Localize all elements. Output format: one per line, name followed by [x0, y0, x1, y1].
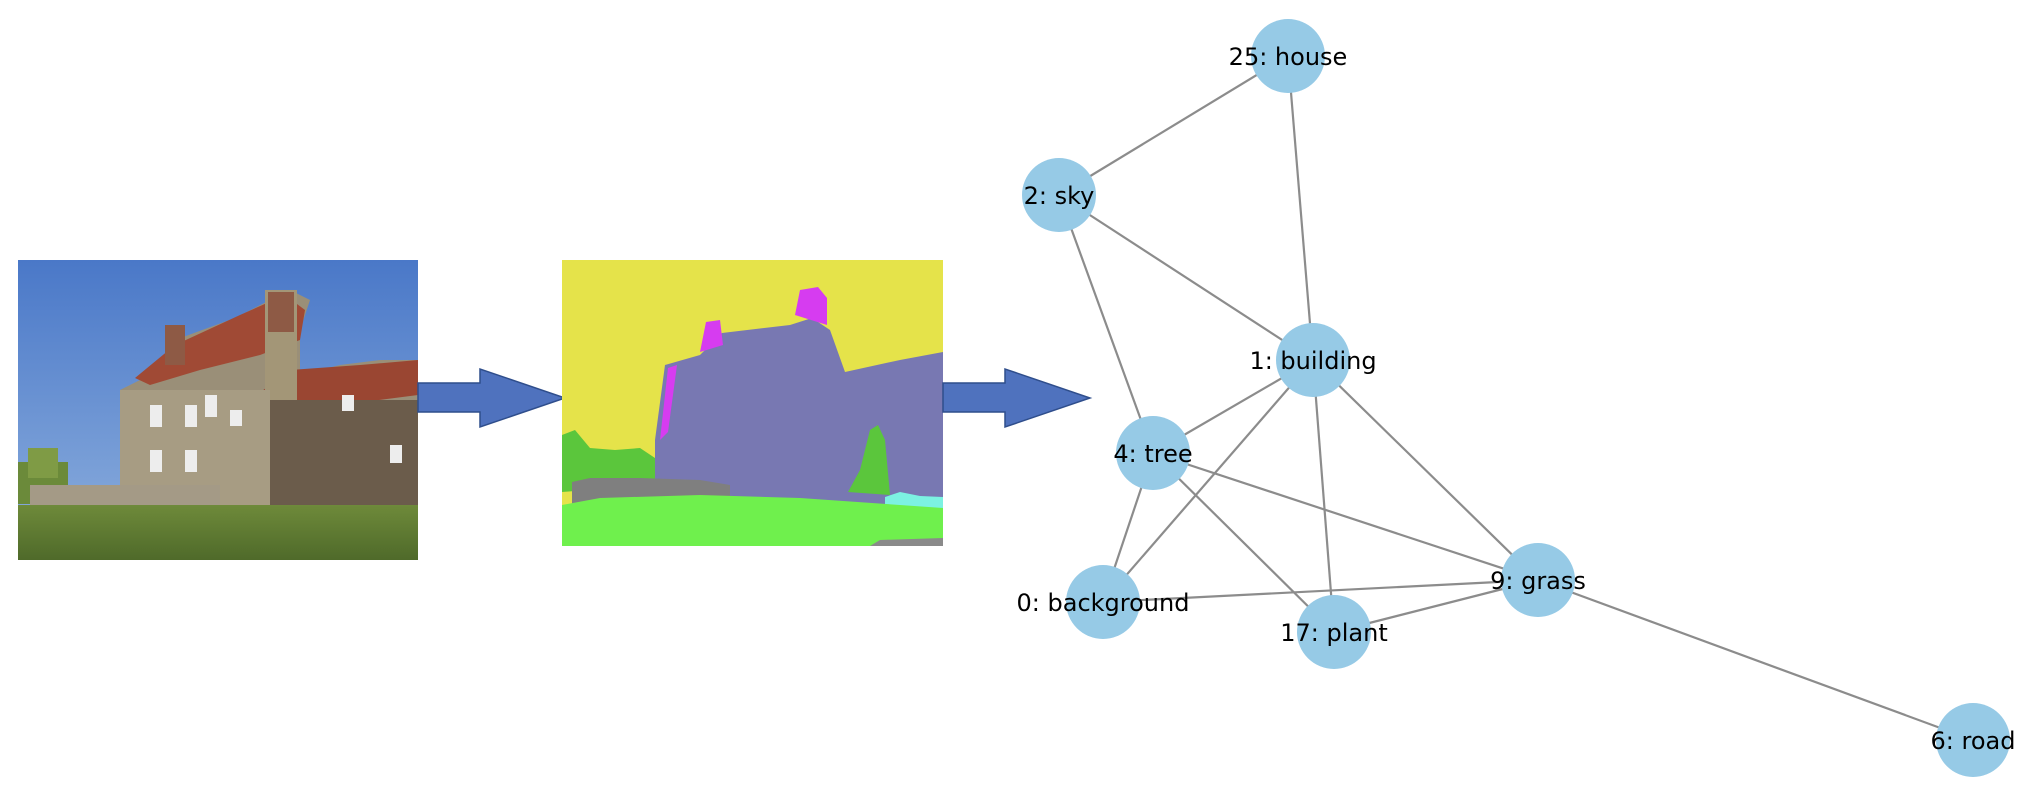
graph-node-road — [1936, 703, 2010, 777]
graph-node-label-house: 25: house — [1229, 43, 1348, 71]
arrow-segmentation-to-graph — [942, 367, 1093, 429]
graph-edge-background-grass — [1102, 578, 1539, 604]
scene-graph-nodes: 25: house 2: sky 1: building 4: tree 0: back… — [1017, 19, 2016, 777]
graph-node-sky — [1022, 158, 1096, 232]
graph-node-label-tree: 4: tree — [1113, 440, 1192, 468]
arrow-photo-to-segmentation — [417, 367, 568, 429]
graph-edge-sky-building — [1058, 194, 1314, 361]
graph-edge-tree-grass — [1152, 451, 1539, 582]
graph-node-label-sky: 2: sky — [1024, 182, 1095, 210]
graph-edge-building-grass — [1312, 359, 1539, 581]
graph-node-label-road: 6: road — [1931, 727, 2016, 755]
graph-node-background — [1066, 565, 1140, 639]
graph-node-label-plant: 17: plant — [1280, 619, 1387, 647]
scene-graph-edges — [1057, 55, 1974, 742]
graph-node-label-grass: 9: grass — [1490, 567, 1586, 595]
graph-node-building — [1276, 323, 1350, 397]
graph-edge-tree-plant — [1152, 452, 1335, 633]
graph-node-label-building: 1: building — [1249, 347, 1376, 375]
graph-edge-sky-tree — [1057, 194, 1155, 454]
graph-edge-house-sky — [1058, 55, 1289, 196]
graph-edge-grass-road — [1537, 578, 1974, 742]
segmentation-map — [562, 260, 943, 546]
graph-node-grass — [1501, 543, 1575, 617]
graph-node-house — [1251, 19, 1325, 93]
graph-edge-building-background — [1102, 359, 1314, 603]
graph-node-label-background: 0: background — [1017, 589, 1190, 617]
graph-node-plant — [1297, 595, 1371, 669]
graph-node-tree — [1116, 416, 1190, 490]
graph-edge-building-plant — [1311, 359, 1336, 633]
house-photo — [18, 260, 418, 560]
graph-edge-house-building — [1286, 55, 1315, 361]
